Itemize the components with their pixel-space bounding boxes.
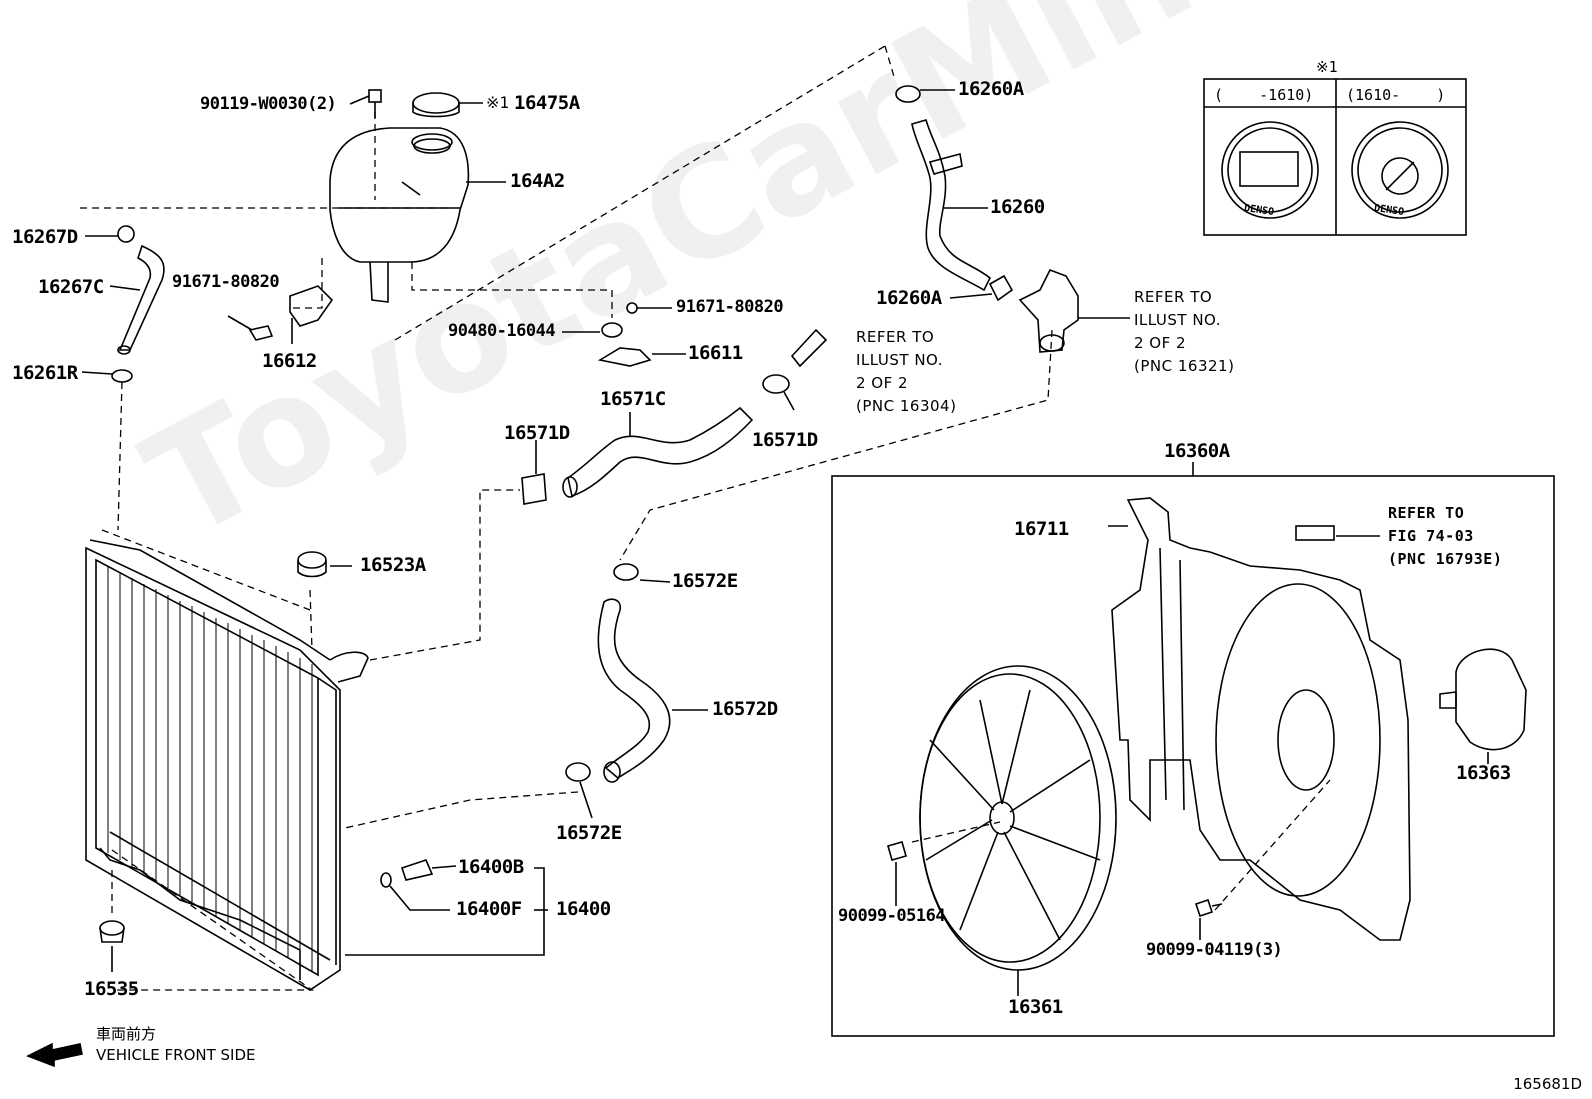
callout-90119: 90119-W0030(2)	[200, 94, 337, 114]
front-arrow-icon	[26, 1042, 83, 1068]
callout-16267c: 16267C	[38, 276, 104, 298]
callout-16572e-top: 16572E	[672, 570, 738, 592]
callout-16475a: 16475A	[514, 92, 580, 114]
callout-16535: 16535	[84, 978, 139, 1000]
callout-16572e-low: 16572E	[556, 822, 622, 844]
fan-shroud-shape	[1108, 497, 1411, 941]
upper-hose-shape	[521, 328, 828, 505]
callout-16711: 16711	[1014, 518, 1069, 540]
vehicle-front-jp: 車両前方	[96, 1025, 157, 1043]
bracket-16612-shape	[227, 285, 334, 344]
callout-16475a-mark: ※1	[486, 93, 510, 112]
callout-91671-b: 91671-80820	[676, 297, 784, 317]
radiator-core-shape	[85, 539, 369, 991]
note-refer-16321: REFER TO ILLUST NO. 2 OF 2 (PNC 16321)	[1134, 288, 1235, 375]
callout-90099-04119: 90099-04119(3)	[1146, 940, 1283, 960]
callout-16611: 16611	[688, 342, 743, 364]
note-refer-16304: REFER TO ILLUST NO. 2 OF 2 (PNC 16304)	[856, 328, 957, 415]
lower-hose-shape	[565, 563, 708, 819]
hose-16260-shape	[895, 85, 1014, 302]
callout-16400: 16400	[556, 898, 611, 920]
callout-90480: 90480-16044	[448, 321, 556, 341]
cooling-fan-shape	[919, 665, 1117, 996]
callout-16400b: 16400B	[458, 856, 524, 878]
note-refer-fig: REFER TO FIG 74-03 (PNC 16793E)	[1388, 504, 1503, 568]
callout-16261r: 16261R	[12, 362, 78, 384]
callout-164a2: 164A2	[510, 170, 565, 192]
water-inlet-shape	[1018, 268, 1130, 353]
inset-left-range: ( -1610)	[1214, 86, 1314, 104]
callout-16260a-low: 16260A	[876, 287, 942, 309]
callout-16523a: 16523A	[360, 554, 426, 576]
callout-90099-05164: 90099-05164	[838, 906, 946, 926]
callout-16571d-left: 16571D	[504, 422, 570, 444]
radiator-fins	[107, 566, 313, 972]
callout-16363: 16363	[1456, 762, 1511, 784]
drain-plug-shape	[345, 859, 548, 956]
bolt-90119-shape	[349, 89, 382, 118]
cap-inset-shape	[1203, 78, 1467, 236]
fan-motor-shape	[1439, 648, 1527, 764]
callout-16260a-top: 16260A	[958, 78, 1024, 100]
callout-16612: 16612	[262, 350, 317, 372]
vehicle-front-label: 車両前方 VEHICLE FRONT SIDE	[96, 1024, 256, 1066]
inset-mark: ※1	[1316, 58, 1338, 76]
callout-16267d: 16267D	[12, 226, 78, 248]
callout-16260: 16260	[990, 196, 1045, 218]
callout-16571c: 16571C	[600, 388, 666, 410]
inset-right-range: (1610- )	[1346, 86, 1446, 104]
callout-16360a: 16360A	[1164, 440, 1230, 462]
mount-16611-shape	[562, 302, 686, 367]
fasteners-90099-shape	[887, 841, 1223, 940]
callout-16571d-right: 16571D	[752, 429, 818, 451]
diagram-code: 165681D	[1513, 1075, 1582, 1093]
hose-16267c-shape	[81, 225, 165, 383]
vehicle-front-en: VEHICLE FRONT SIDE	[96, 1046, 256, 1064]
dashed-reference-lines	[80, 45, 1331, 991]
callout-16400f: 16400F	[456, 898, 522, 920]
callout-91671-a: 91671-80820	[172, 272, 280, 292]
callout-16361: 16361	[1008, 996, 1063, 1018]
drain-16535-shape	[99, 920, 125, 972]
callout-16572d: 16572D	[712, 698, 778, 720]
radiator-cap-16523a-shape	[297, 551, 352, 578]
reservoir-tank-shape	[329, 92, 506, 303]
